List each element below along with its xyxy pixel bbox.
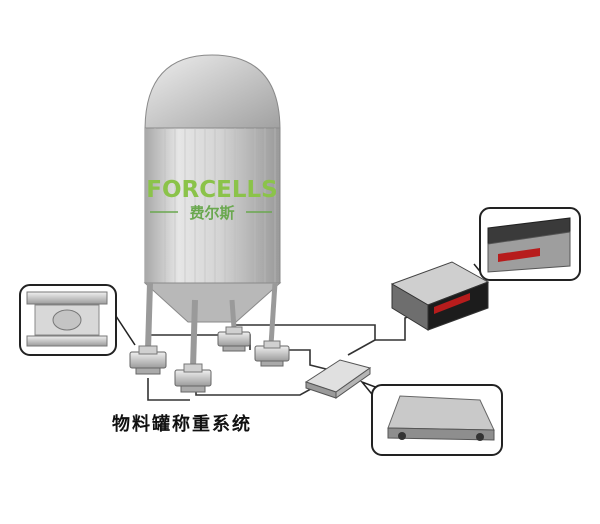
system-caption: 物料罐称重系统 [112,414,252,435]
brand-logo: FORCELLS [146,177,277,203]
callout-indicator [473,207,581,282]
callout-junction-box [359,380,503,456]
load-cell [129,345,167,375]
brand-subtitle: 费尔斯 [189,204,234,222]
callout-load-cell-mount [19,284,136,356]
load-cell [217,326,251,352]
load-cell [174,363,212,393]
weighing-indicator [390,261,490,331]
load-cell [254,340,290,367]
storage-tank [143,54,282,369]
junction-box [304,359,372,399]
